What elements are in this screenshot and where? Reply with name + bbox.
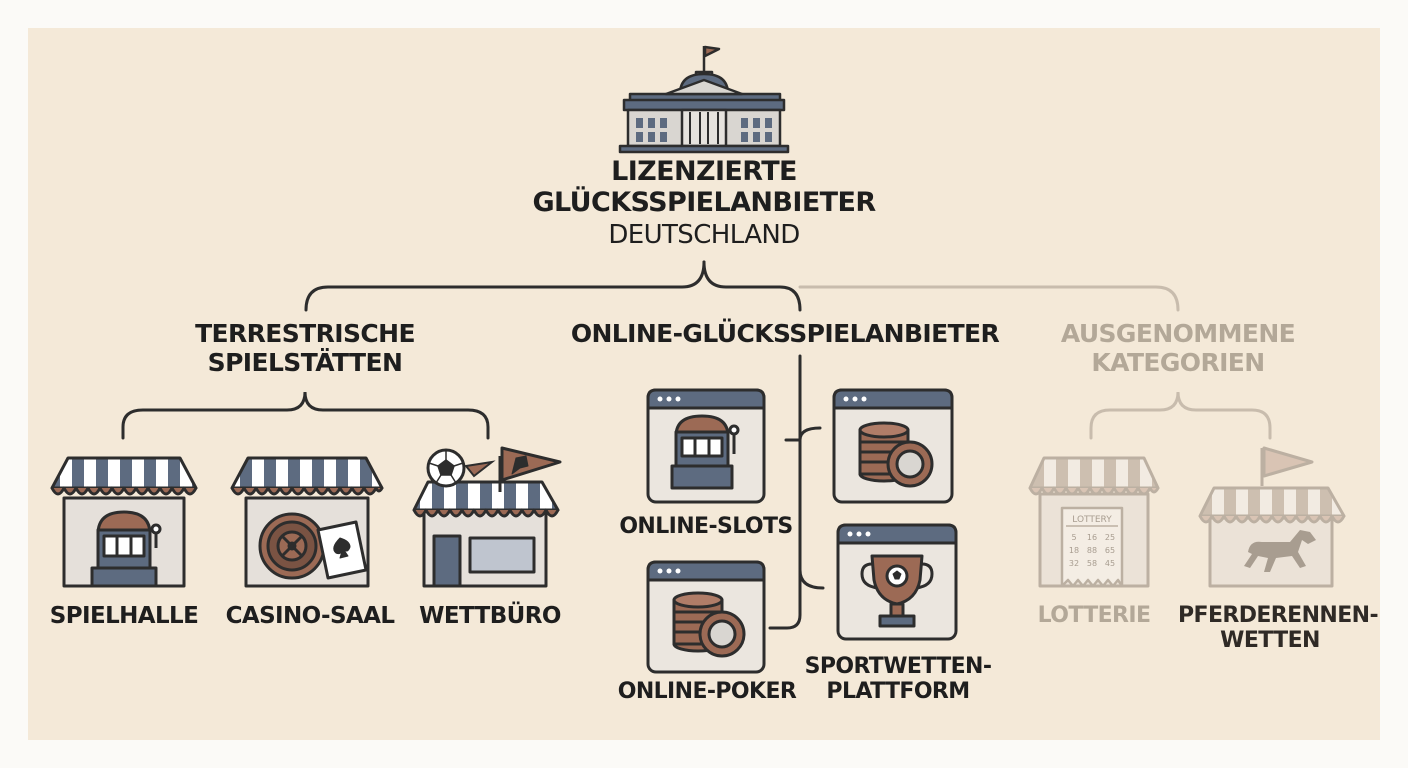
terrestrial-heading: TERRESTRISCHE SPIELSTÄTTEN bbox=[180, 319, 430, 378]
trophy-icon bbox=[860, 554, 934, 628]
lotterie-label: LOTTERIE bbox=[1037, 603, 1151, 628]
pferderennen-label-line-2: WETTEN bbox=[1220, 628, 1320, 654]
online-chips-window-icon bbox=[832, 388, 954, 504]
lottery-number: 88 bbox=[1087, 546, 1097, 555]
online-slots-window-icon bbox=[646, 388, 766, 504]
horse-racing-store-icon bbox=[1198, 446, 1346, 588]
casino-saal-label: CASINO-SAAL bbox=[225, 603, 395, 629]
terrestrial-brace bbox=[121, 391, 490, 440]
lottery-ticket-title: LOTTERY bbox=[1072, 515, 1112, 525]
online-poker-label: ONLINE-POKER bbox=[617, 679, 797, 704]
lottery-number: 25 bbox=[1105, 533, 1115, 542]
slot-machine-icon bbox=[90, 510, 162, 588]
soccer-ball-icon bbox=[426, 448, 496, 488]
sportwetten-label: SPORTWETTEN- PLATTFORM bbox=[800, 654, 996, 705]
exempt-brace bbox=[1089, 391, 1272, 440]
roulette-wheel-icon bbox=[258, 512, 326, 580]
wettburo-label: WETTBÜRO bbox=[419, 603, 561, 629]
title-line-2: GLÜCKSSPIELANBIETER bbox=[532, 187, 876, 219]
spielhalle-label: SPIELHALLE bbox=[49, 603, 199, 629]
pferderennen-label-line-1: PFERDERENNEN- bbox=[1178, 603, 1379, 628]
diagram-title: LIZENZIERTE GLÜCKSSPIELANBIETER bbox=[504, 156, 904, 218]
casino-chips-icon bbox=[858, 421, 934, 488]
lottery-number: 58 bbox=[1087, 559, 1097, 568]
online-slots-label: ONLINE-SLOTS bbox=[619, 514, 793, 539]
lottery-number: 32 bbox=[1069, 559, 1079, 568]
racing-horse-icon bbox=[1244, 530, 1316, 572]
lottery-number: 45 bbox=[1105, 559, 1115, 568]
main-brace bbox=[304, 260, 802, 312]
terrestrial-heading-line-1: TERRESTRISCHE bbox=[195, 319, 415, 348]
main-brace-exempt bbox=[798, 285, 1180, 312]
lottery-number: 16 bbox=[1087, 533, 1097, 542]
pferderennen-label: PFERDERENNEN- WETTEN bbox=[1178, 603, 1379, 654]
lottery-number: 18 bbox=[1069, 546, 1079, 555]
horse-flag-icon bbox=[498, 446, 562, 492]
terrestrial-heading-line-2: SPIELSTÄTTEN bbox=[207, 347, 403, 377]
sportwetten-label-line-2: PLATTFORM bbox=[826, 679, 970, 705]
online-connector bbox=[768, 354, 825, 630]
lottery-number: 65 bbox=[1105, 546, 1115, 555]
sportwetten-label-line-1: SPORTWETTEN- bbox=[804, 654, 992, 679]
diagram-subtitle: DEUTSCHLAND bbox=[608, 220, 800, 250]
playing-card-icon bbox=[316, 520, 368, 580]
wettburo-store-icon bbox=[412, 480, 560, 588]
online-poker-window-icon bbox=[646, 560, 766, 674]
online-heading: ONLINE-GLÜCKSSPIELANBIETER bbox=[570, 319, 1000, 348]
exempt-heading: AUSGENOMMENE KATEGORIEN bbox=[1058, 319, 1298, 378]
exempt-heading-line-2: KATEGORIEN bbox=[1091, 347, 1265, 377]
lottery-ticket-icon: LOTTERY 5 16 25 18 88 65 32 58 45 bbox=[1060, 506, 1124, 588]
lottery-number: 5 bbox=[1071, 533, 1076, 542]
title-line-1: LIZENZIERTE bbox=[611, 156, 797, 187]
government-building-icon bbox=[618, 45, 790, 154]
exempt-heading-line-1: AUSGENOMMENE bbox=[1060, 319, 1296, 348]
sportwetten-window-icon bbox=[836, 523, 958, 641]
